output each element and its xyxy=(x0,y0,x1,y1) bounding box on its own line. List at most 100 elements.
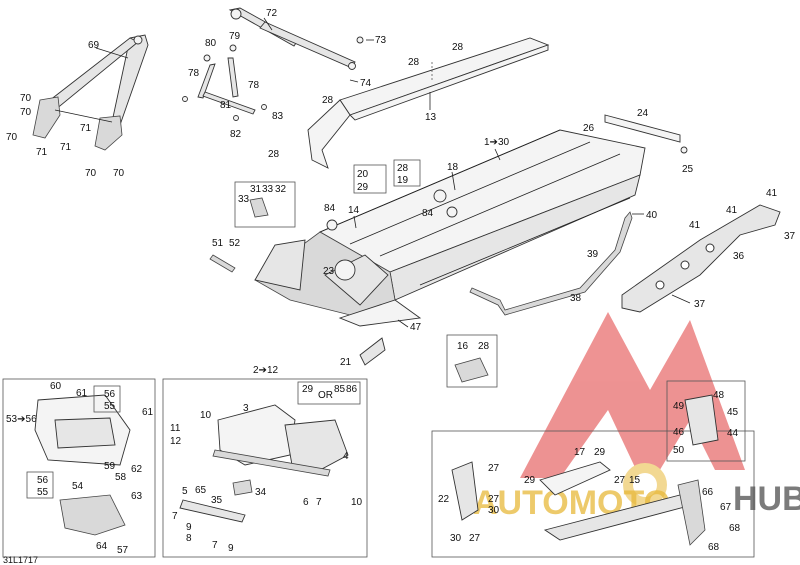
detail-box-53-56 xyxy=(2,378,156,558)
detail-box-20-29 xyxy=(353,164,387,194)
callout-56a: 56 xyxy=(104,389,116,400)
callout-13: 13 xyxy=(425,112,437,123)
part-tunnel-cover-13 xyxy=(307,37,550,169)
callout-32: 32 xyxy=(275,184,287,195)
callout-71b: 71 xyxy=(60,142,72,153)
callout-29d: 29 xyxy=(524,475,536,486)
callout-70a: 70 xyxy=(20,93,32,104)
callout-69: 69 xyxy=(88,40,100,51)
part-a-frame-69 xyxy=(32,34,149,151)
callout-66: 66 xyxy=(702,487,714,498)
callout-80: 80 xyxy=(205,38,217,49)
callout-62: 62 xyxy=(131,464,143,475)
callout-49: 49 xyxy=(673,401,685,412)
callout-78b: 78 xyxy=(248,80,260,91)
callout-29c: 29 xyxy=(594,447,606,458)
callout-47: 47 xyxy=(410,322,422,333)
callout-54: 54 xyxy=(72,481,84,492)
callout-70d: 70 xyxy=(85,168,97,179)
detail-box-29-85-86 xyxy=(297,381,361,405)
callout-35: 35 xyxy=(211,495,223,506)
callout-34: 34 xyxy=(255,487,267,498)
callout-25: 25 xyxy=(682,164,694,175)
callout-81: 81 xyxy=(220,100,232,111)
callout-28e: 28 xyxy=(397,163,409,174)
callout-28a: 28 xyxy=(452,42,464,53)
callout-16: 16 xyxy=(457,341,469,352)
detail-box-16-28 xyxy=(446,334,498,388)
watermark-logo xyxy=(520,312,745,507)
callout-7a: 7 xyxy=(316,497,322,508)
callout-11: 11 xyxy=(170,423,181,434)
callout-17: 17 xyxy=(574,447,586,458)
callout-9a: 9 xyxy=(186,522,192,533)
callout-7c: 7 xyxy=(212,540,218,551)
callout-10a: 10 xyxy=(200,410,212,421)
callout-21: 21 xyxy=(340,357,352,368)
callout-19: 19 xyxy=(397,175,409,186)
part-side-panel-36 xyxy=(621,204,781,313)
callout-29b: 29 xyxy=(302,384,314,395)
part-tunnel-frame xyxy=(254,129,646,327)
callout-84a: 84 xyxy=(324,203,336,214)
callout-24: 24 xyxy=(637,108,649,119)
callout-71c: 71 xyxy=(80,123,92,134)
callout-41a: 41 xyxy=(766,188,778,199)
callout-70e: 70 xyxy=(113,168,125,179)
callout-31: 31 xyxy=(250,184,262,195)
callout-52: 52 xyxy=(229,238,241,249)
callout-7b: 7 xyxy=(172,511,178,522)
callout-27c: 27 xyxy=(469,533,481,544)
callout-60: 60 xyxy=(50,381,62,392)
callout-14: 14 xyxy=(348,205,360,216)
callout-36: 36 xyxy=(733,251,745,262)
callout-28b: 28 xyxy=(408,57,420,68)
callout-67: 67 xyxy=(720,502,732,513)
part-rear-bumper-24 xyxy=(604,114,688,154)
part-bracket-54 xyxy=(59,494,126,536)
callout-53-56: 53➔56 xyxy=(6,414,37,425)
callout-40: 40 xyxy=(646,210,658,221)
callout-61a: 61 xyxy=(76,388,88,399)
part-rod-72 xyxy=(228,7,364,70)
or-label: OR xyxy=(318,390,333,401)
callout-86: 86 xyxy=(346,384,358,395)
callout-45: 45 xyxy=(727,407,739,418)
callout-4: 4 xyxy=(343,451,349,462)
callout-26: 26 xyxy=(583,123,595,134)
detail-box-56-55b xyxy=(26,471,54,499)
detail-box-56-55a xyxy=(93,385,121,413)
callout-70b: 70 xyxy=(20,107,32,118)
callout-41b: 41 xyxy=(726,205,738,216)
callout-6: 6 xyxy=(303,497,309,508)
callout-71a: 71 xyxy=(36,147,48,158)
callout-50: 50 xyxy=(673,445,685,456)
detail-box-15-30 xyxy=(431,430,755,558)
callout-3: 3 xyxy=(243,403,249,414)
part-links-78 xyxy=(182,44,267,121)
callout-33b: 33 xyxy=(262,184,274,195)
callout-8: 8 xyxy=(186,533,192,544)
callout-46: 46 xyxy=(673,427,685,438)
callout-15: 15 xyxy=(629,475,641,486)
callout-64: 64 xyxy=(96,541,108,552)
callout-33a: 33 xyxy=(238,194,250,205)
callout-5: 5 xyxy=(182,486,188,497)
callout-44: 44 xyxy=(727,428,739,439)
callout-61b: 61 xyxy=(142,407,154,418)
callout-72: 72 xyxy=(266,8,278,19)
callout-20: 20 xyxy=(357,169,369,180)
callout-58: 58 xyxy=(115,472,127,483)
detail-box-28-19 xyxy=(393,159,421,187)
part-plate-21 xyxy=(359,337,386,366)
part-bracket-44 xyxy=(684,394,719,446)
callout-55a: 55 xyxy=(104,401,116,412)
callout-68b: 68 xyxy=(708,542,720,553)
callout-30b: 30 xyxy=(450,533,462,544)
callout-28d: 28 xyxy=(268,149,280,160)
callout-28f: 28 xyxy=(478,341,490,352)
callout-68a: 68 xyxy=(729,523,741,534)
detail-box-2-12 xyxy=(162,378,368,558)
part-deflector-17 xyxy=(539,461,611,496)
part-front-frame-3 xyxy=(212,404,349,477)
